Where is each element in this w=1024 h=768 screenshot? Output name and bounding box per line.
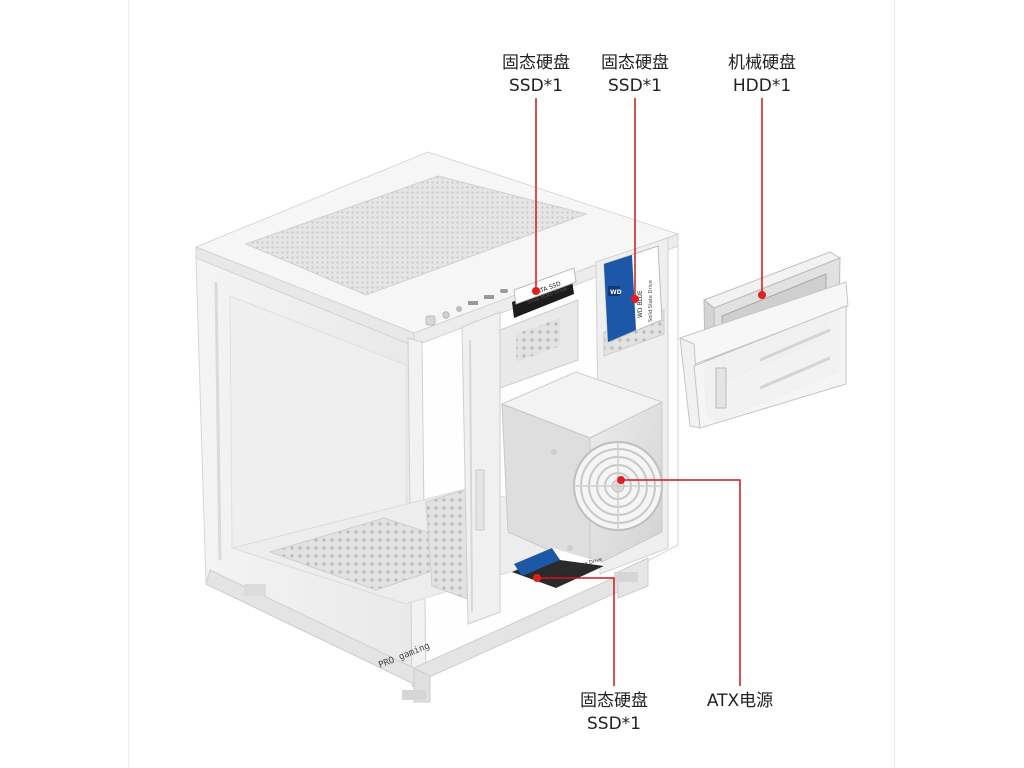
case-foot: [614, 572, 638, 582]
callout-subtitle: SSD*1: [564, 713, 664, 736]
psu-fan-grill: [574, 442, 662, 530]
callout-title: 固态硬盘: [502, 53, 570, 73]
callout-label-ssd-bottom: 固态硬盘 SSD*1: [564, 690, 664, 736]
usb-c-port[interactable]: [500, 289, 508, 293]
callout-subtitle: HDD*1: [704, 75, 820, 98]
reset-button[interactable]: [443, 312, 449, 318]
callout-title: 固态硬盘: [580, 691, 648, 711]
callout-label-ssd-top-right: 固态硬盘 SSD*1: [585, 52, 685, 98]
callout-dot-ssd-top-left: [532, 287, 540, 295]
callout-title: ATX电源: [707, 691, 773, 711]
callout-dot-ssd-top-right: [631, 295, 639, 303]
case-foot: [402, 690, 426, 700]
usb-port-2[interactable]: [484, 295, 494, 299]
callout-title: 机械硬盘: [728, 53, 796, 73]
svg-text:WD: WD: [610, 289, 622, 296]
callout-label-hdd: 机械硬盘 HDD*1: [704, 52, 820, 98]
callout-label-ssd-top-left: 固态硬盘 SSD*1: [486, 52, 586, 98]
hdd-bracket: [680, 252, 848, 428]
callout-label-psu: ATX电源: [690, 690, 790, 713]
callout-subtitle: SSD*1: [585, 75, 685, 98]
usb-port-1[interactable]: [468, 301, 478, 305]
svg-text:Solid State Drive: Solid State Drive: [648, 280, 654, 322]
callout-title: 固态硬盘: [601, 53, 669, 73]
svg-text:WD BLUE: WD BLUE: [637, 290, 644, 318]
callout-dot-ssd-bottom: [533, 574, 541, 582]
audio-jack[interactable]: [456, 306, 462, 312]
callout-dot-psu: [617, 476, 625, 484]
callout-subtitle: SSD*1: [486, 75, 586, 98]
case-foot: [244, 584, 266, 596]
motherboard-tray: [462, 312, 500, 624]
callout-dot-hdd: [758, 291, 766, 299]
power-button[interactable]: [426, 316, 435, 325]
atx-power-supply: [502, 372, 662, 568]
